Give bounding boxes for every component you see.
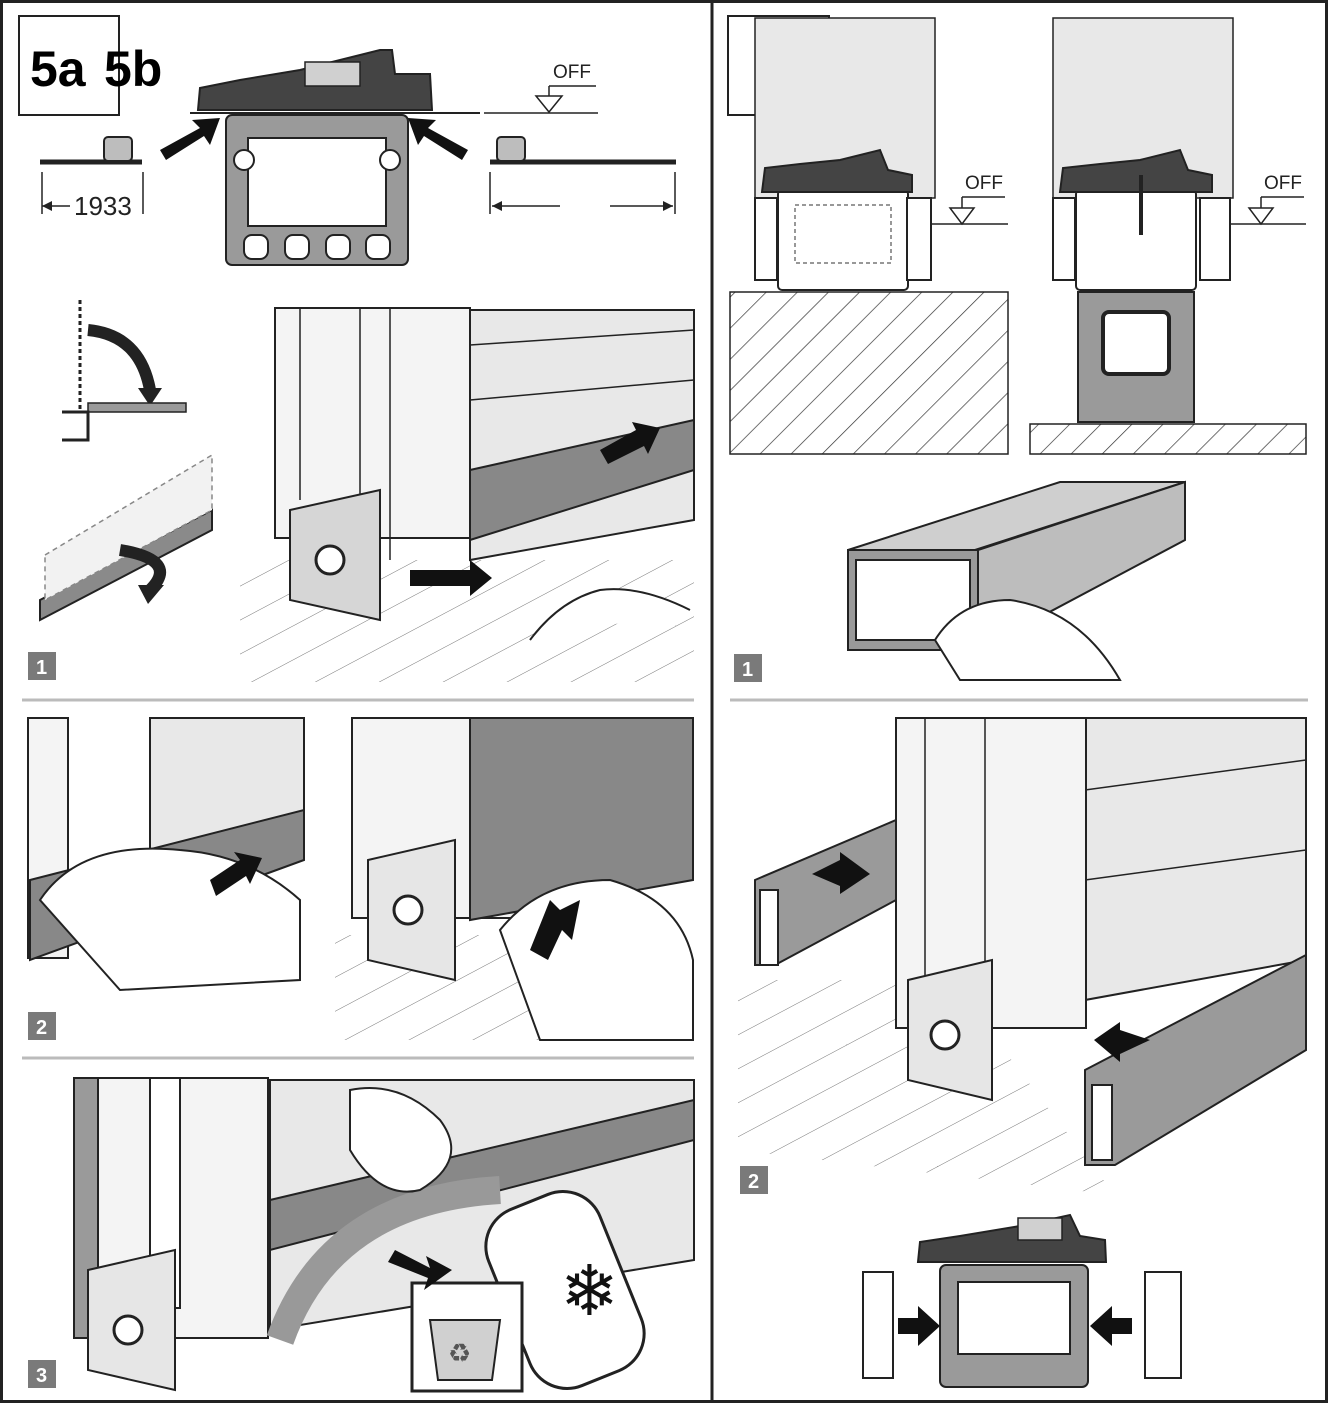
- off-level-label-right-b: OFF: [1264, 173, 1302, 194]
- right-step-1-number: 1: [742, 659, 753, 681]
- step-1-illustration: [39, 300, 695, 682]
- right-step-1-illustration: [847, 480, 1186, 681]
- left-panel: 5a 5b 1933: [18, 15, 695, 1393]
- panel-title-5a: 5a: [30, 41, 87, 97]
- recycle-icon: ♻: [448, 1339, 471, 1369]
- section-on-subprofile: OFF: [1029, 17, 1307, 455]
- right-step-1-badge: [734, 654, 762, 682]
- panel-title-5b: 5b: [104, 41, 162, 97]
- seal-strip-left: 1933: [40, 136, 144, 221]
- step-2-illustration: [22, 717, 694, 1041]
- step-1-number: 1: [36, 657, 47, 679]
- section-on-ground: OFF: [729, 17, 1009, 455]
- insert-arrow-right: [408, 118, 468, 160]
- step-3-number: 3: [36, 1365, 47, 1387]
- step-3-badge: [28, 1360, 56, 1388]
- panel-title-box: [18, 15, 120, 116]
- step-1-badge: [28, 652, 56, 680]
- snowflake-icon: ❄: [560, 1250, 619, 1332]
- step-3-illustration: ❄ ♻: [73, 1077, 695, 1393]
- right-step-2-illustration: [738, 717, 1307, 1195]
- right-panel: OFF OFF 1: [727, 15, 1308, 1388]
- dimension-label: 1933: [74, 191, 132, 221]
- step-2-badge: [28, 1012, 56, 1040]
- seal-strip-right: OFF: [484, 62, 676, 214]
- insert-arrow-left: [160, 118, 220, 160]
- off-level-label-right-a: OFF: [965, 173, 1003, 194]
- right-step-2-badge: [740, 1166, 768, 1194]
- off-level-label-left-panel: OFF: [553, 62, 591, 83]
- step-2-number: 2: [36, 1017, 47, 1039]
- profile-with-inserts-section: [862, 1213, 1182, 1388]
- threshold-profile-section: [190, 49, 480, 266]
- freeze-spray-can: ❄: [484, 1190, 646, 1390]
- right-step-2-number: 2: [748, 1171, 759, 1193]
